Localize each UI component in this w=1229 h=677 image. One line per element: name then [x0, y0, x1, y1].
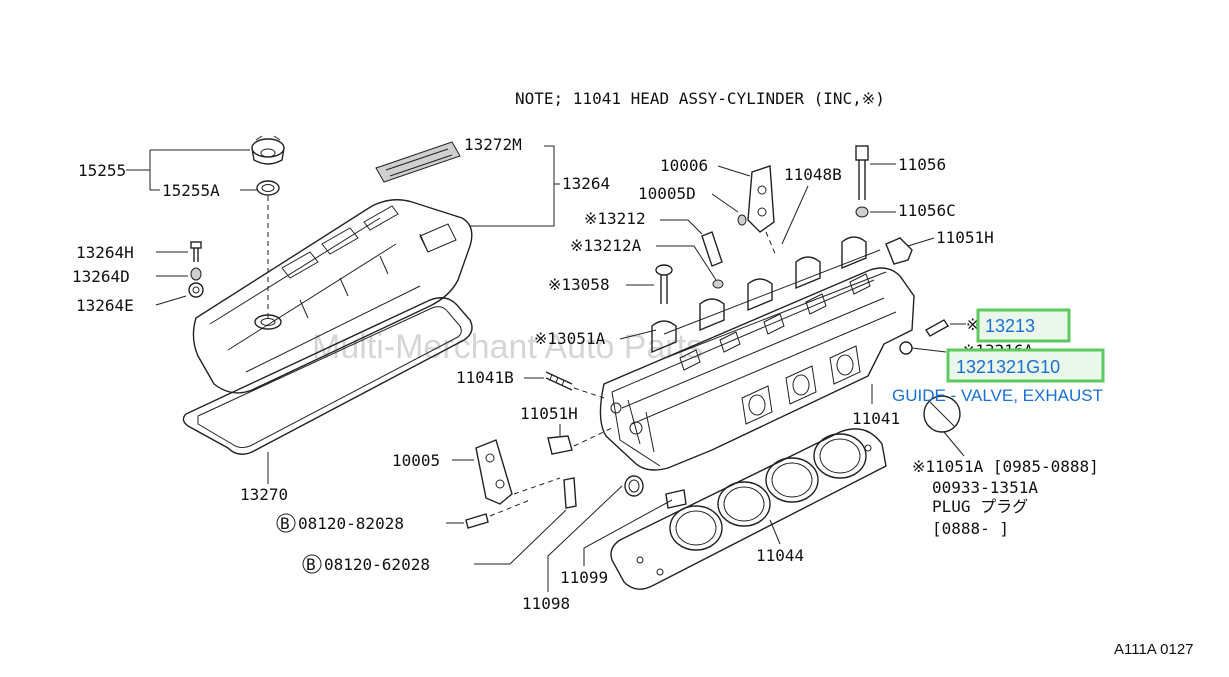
slinger-front-dash: [513, 477, 561, 495]
label-08120-62028: 08120-62028: [324, 555, 430, 574]
leader-10005d: [711, 193, 739, 213]
label-11044: 11044: [756, 546, 804, 565]
part-1321321g10-link[interactable]: 1321321G10: [956, 357, 1060, 377]
cover-grommet: [188, 282, 204, 298]
engine-slinger-rear: [747, 165, 775, 233]
rocker-cover: [192, 199, 473, 394]
cylinder-head: [599, 236, 915, 471]
leader-13212a: [656, 245, 717, 281]
label-13212: ※13212: [584, 209, 646, 228]
plug-11051a: [923, 395, 961, 433]
valve-guide: [924, 319, 950, 337]
label-00933: 00933-1351A: [932, 478, 1038, 497]
seal-11099: [665, 489, 687, 509]
leader-13216a: [911, 347, 947, 353]
label-10006: 10006: [660, 156, 708, 175]
label-11056: 11056: [898, 155, 946, 174]
valve-guide-clip: [899, 341, 913, 355]
circle-b-1: B: [276, 513, 296, 533]
label-13264: 13264: [562, 174, 610, 193]
plug-mid-dash: [573, 427, 613, 447]
leader-11051h-top: [907, 237, 935, 247]
part-13213-link[interactable]: 13213: [985, 316, 1035, 336]
guide-description: GUIDE - VALVE, EXHAUST: [892, 386, 1103, 405]
leader-11051a: [943, 431, 965, 457]
diagram-code: A111A 0127: [1114, 641, 1194, 658]
label-13264h: 13264H: [76, 243, 134, 262]
plug-mid: [547, 435, 573, 455]
slinger-bolt: [737, 214, 747, 226]
engine-slinger-front: [475, 439, 513, 505]
note-text: NOTE; 11041 HEAD ASSY-CYLINDER (INC,※): [515, 89, 885, 108]
label-13270: 13270: [240, 485, 288, 504]
bolt-08120-82028: [465, 513, 489, 529]
rocker-cover-gasket: [182, 297, 473, 455]
svg-text:B: B: [306, 555, 316, 574]
bolt-08120-62028: [563, 477, 577, 509]
cover-seal-washer: [190, 267, 202, 281]
label-11056c: 11056C: [898, 201, 956, 220]
leader-11099: [583, 499, 673, 566]
leader-11044: [769, 519, 781, 545]
head-bolt: [855, 145, 869, 200]
cover-bolt: [190, 241, 202, 262]
label-13213-mark: ※: [966, 315, 979, 334]
o-ring-11098: [624, 475, 644, 497]
label-13264d: 13264D: [72, 267, 130, 286]
leader-13051a: [619, 329, 657, 340]
label-range: [0888- ]: [932, 519, 1009, 538]
leader-13264e: [155, 295, 187, 306]
head-gasket: [610, 428, 887, 590]
stud-dash: [573, 387, 605, 399]
label-13264e: 13264E: [76, 296, 134, 315]
label-11048b: 11048B: [784, 165, 842, 184]
head-stud: [545, 371, 573, 391]
label-11099: 11099: [560, 568, 608, 587]
circle-b-2: B: [302, 554, 322, 574]
svg-text:B: B: [280, 514, 290, 533]
leader-13212: [660, 219, 703, 235]
label-13212a: ※13212A: [570, 236, 642, 255]
label-plug: PLUG プラグ: [932, 497, 1028, 516]
label-11041: 11041: [852, 409, 900, 428]
label-13051a: ※13051A: [534, 329, 606, 348]
head-bolt-washer: [855, 206, 869, 218]
valve-stem-seal: [701, 231, 723, 267]
label-11051h-mid: 11051H: [520, 404, 578, 423]
leader-10006: [717, 165, 751, 177]
leader-15255: [126, 149, 250, 191]
leader-08120-62028: [474, 509, 567, 565]
label-10005: 10005: [392, 451, 440, 470]
label-13058: ※13058: [548, 275, 610, 294]
label-15255: 15255: [78, 161, 126, 180]
label-11051a: ※11051A [0985-0888]: [912, 457, 1099, 476]
oil-filler-cap: [251, 135, 285, 165]
label-13272m: 13272M: [464, 135, 522, 154]
label-11098: 11098: [522, 594, 570, 613]
leader-11048b: [781, 185, 809, 245]
leader-11098: [547, 485, 623, 592]
rocker-pivot: [655, 264, 673, 304]
leader-13264-bracket: [470, 145, 555, 227]
label-11041b: 11041B: [456, 368, 514, 387]
highlight-1321321g10[interactable]: 1321321G10: [946, 348, 1105, 383]
filler-cap-gasket: [256, 180, 280, 196]
label-11051h-top: 11051H: [936, 228, 994, 247]
plug-top: [885, 237, 913, 265]
label-15255a: 15255A: [162, 181, 220, 200]
highlight-13213[interactable]: 13213: [976, 308, 1071, 343]
slinger-dash: [765, 231, 777, 257]
label-08120-82028: 08120-82028: [298, 514, 404, 533]
emblem-plate: [375, 141, 461, 183]
bolt-dash: [489, 499, 531, 517]
label-10005d: 10005D: [638, 184, 696, 203]
valve-spring-seat: [712, 279, 724, 289]
